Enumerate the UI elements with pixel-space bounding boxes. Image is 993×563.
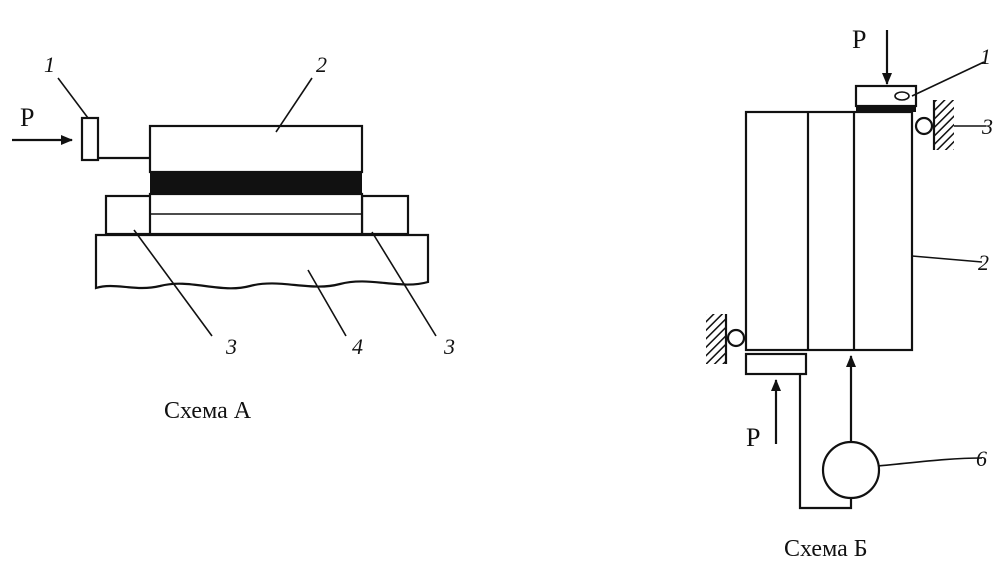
scheme-a-support-3-right: [360, 194, 410, 236]
scheme-b-body-2: [744, 110, 914, 352]
scheme-b-caption: Схема Б: [784, 536, 868, 562]
scheme-b-roller-top: [914, 116, 934, 136]
scheme-a-label-3-right: 3: [443, 334, 455, 359]
scheme-b-leader-1: [911, 61, 985, 97]
scheme-b-label-1: 1: [980, 44, 991, 69]
scheme-a-force-label: P: [20, 103, 34, 132]
scheme-b-pusher-1-mark: [894, 91, 910, 101]
scheme-b-label-6: 6: [976, 446, 987, 471]
scheme-a-caption: Схема А: [164, 398, 252, 424]
scheme-a-specimen-2-top: [148, 124, 364, 174]
scheme-b-leader-2: [911, 255, 983, 263]
scheme-a-leader-1: [57, 77, 89, 119]
scheme-b-pusher-bottom: [744, 352, 808, 376]
scheme-a-label-1: 1: [44, 52, 55, 77]
scheme-a-label-4: 4: [352, 334, 363, 359]
scheme-b-wall-top-hatch: [934, 100, 954, 150]
scheme-b-label-2: 2: [978, 250, 989, 275]
scheme-b-label-3: 3: [981, 114, 993, 139]
scheme-a-label-3-left: 3: [225, 334, 237, 359]
scheme-a-pusher-1: [80, 116, 100, 162]
scheme-a-leader-2: [275, 77, 313, 133]
scheme-a-leader-4: [307, 269, 347, 337]
scheme-a-support-3-left: [104, 194, 154, 236]
scheme-b-pusher-1-top: [854, 84, 918, 108]
scheme-b-pipe-loop: [798, 374, 853, 510]
scheme-a: P 1 2 3 4 3 Схема А: [12, 52, 455, 424]
scheme-b: P P 1 3 2 6 Схема Б: [706, 25, 993, 562]
scheme-a-leader-3-left: [133, 229, 213, 337]
scheme-b-force-top-label: P: [852, 25, 866, 54]
scheme-a-base-4: [94, 233, 430, 290]
scheme-a-leader-3-right: [371, 231, 437, 337]
scheme-b-roller-bottom: [726, 328, 746, 348]
scheme-b-force-bottom-label: P: [746, 423, 760, 452]
scheme-b-pump-6: [821, 440, 881, 500]
scheme-b-pusher-1-plate: [856, 106, 916, 112]
scheme-b-wall-bottom-hatch: [706, 314, 726, 364]
scheme-a-specimen-dark-layer: [150, 172, 362, 194]
scheme-b-leader-6: [877, 457, 983, 467]
scheme-a-label-2: 2: [316, 52, 327, 77]
